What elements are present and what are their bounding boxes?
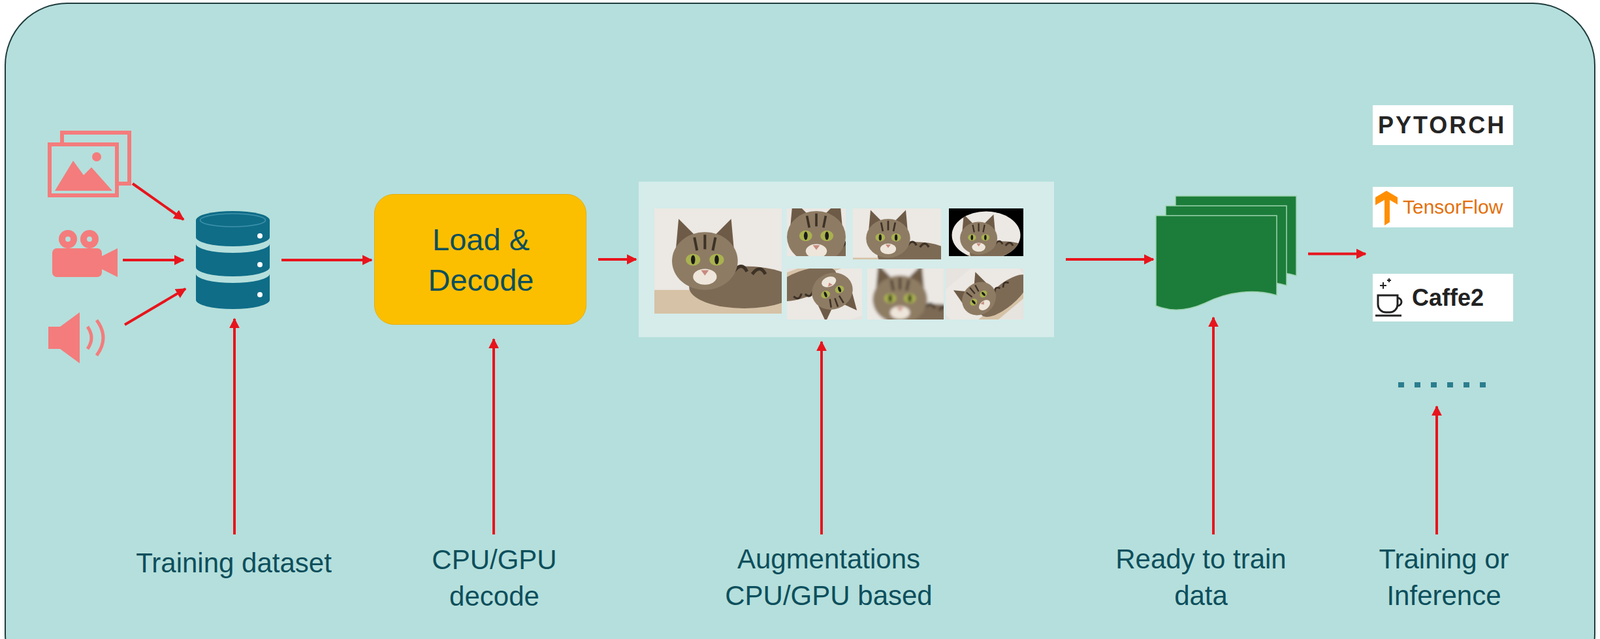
background-panel (5, 3, 1595, 639)
leader-arrow (1212, 317, 1215, 535)
sun-dot (92, 152, 102, 162)
speaker-cone (60, 312, 80, 364)
data-stack: Ready to train data (1155, 195, 1297, 312)
flow-arrow (1065, 257, 1154, 261)
sound-wave (87, 326, 92, 349)
film-reel (80, 229, 99, 249)
mountain-shape (54, 160, 113, 191)
image-icon (49, 132, 130, 196)
augmentation-panel-shape (638, 181, 1055, 337)
leader-arrows (234, 317, 1437, 535)
database-cylinder-shape (195, 210, 270, 309)
image-frame (49, 144, 117, 196)
logo-background (1372, 105, 1514, 145)
database-cylinder: Training dataset (195, 210, 270, 309)
input-arrows (122, 183, 186, 325)
video-icon (52, 229, 118, 277)
stage-caption: Augmentations CPU/GPU based (711, 540, 947, 614)
camera-body (52, 248, 102, 277)
stage-caption: CPU/GPU decode (416, 541, 573, 615)
leader-arrow (492, 338, 496, 535)
dot (1447, 382, 1454, 388)
reel-hole (65, 236, 71, 242)
cup-body (1377, 295, 1398, 313)
flow-arrow (1308, 252, 1366, 256)
augmentation-panel-drawing (638, 181, 1055, 343)
audio-icon (48, 312, 104, 364)
speaker-body (48, 326, 61, 349)
stage-caption: Training or Inference (1355, 540, 1533, 614)
leader-arrow (233, 318, 236, 535)
framework-group: Training or Inference (1368, 97, 1525, 399)
leader-arrow (820, 341, 823, 535)
tensorflow-symbol (1375, 190, 1398, 226)
flow-arrow (598, 257, 637, 261)
more-frameworks-dots (1398, 382, 1486, 388)
stage-caption: Ready to train data (1099, 540, 1303, 614)
process-label: Load & Decode (402, 219, 560, 301)
camera-lens (101, 248, 118, 277)
input-arrow (124, 288, 186, 325)
dot (1463, 382, 1470, 388)
data-stack-shape (1155, 195, 1297, 312)
reel-hole (86, 236, 93, 242)
sound-wave (96, 320, 104, 356)
caffe-cup-symbol (1375, 278, 1402, 316)
framework-logo: TensorFlow (1372, 186, 1510, 228)
input-arrow (132, 183, 184, 220)
dot (1398, 382, 1405, 388)
database-cylinder-drawing (195, 210, 270, 309)
logo-background (1372, 273, 1514, 322)
cup-saucer (1375, 314, 1402, 317)
data-stack-drawing (1155, 195, 1297, 310)
framework-logo: PYTORCH (1372, 105, 1513, 145)
stage-caption: Training dataset (96, 544, 371, 582)
augmentation-panel: Augmentations CPU/GPU based (638, 181, 1055, 337)
logo-background (1372, 186, 1514, 228)
leader-arrow (1435, 406, 1439, 535)
dot (1414, 382, 1421, 388)
dot (1479, 382, 1486, 388)
process-box: Load & DecodeCPU/GPU decode (374, 193, 587, 325)
flow-arrow (281, 258, 372, 262)
cup-sparkle (1379, 278, 1392, 289)
cup-handle (1397, 297, 1402, 306)
framework-logo: Caffe2 (1372, 273, 1491, 322)
film-reel (58, 229, 78, 249)
input-arrow (122, 258, 184, 262)
dot (1430, 382, 1437, 388)
